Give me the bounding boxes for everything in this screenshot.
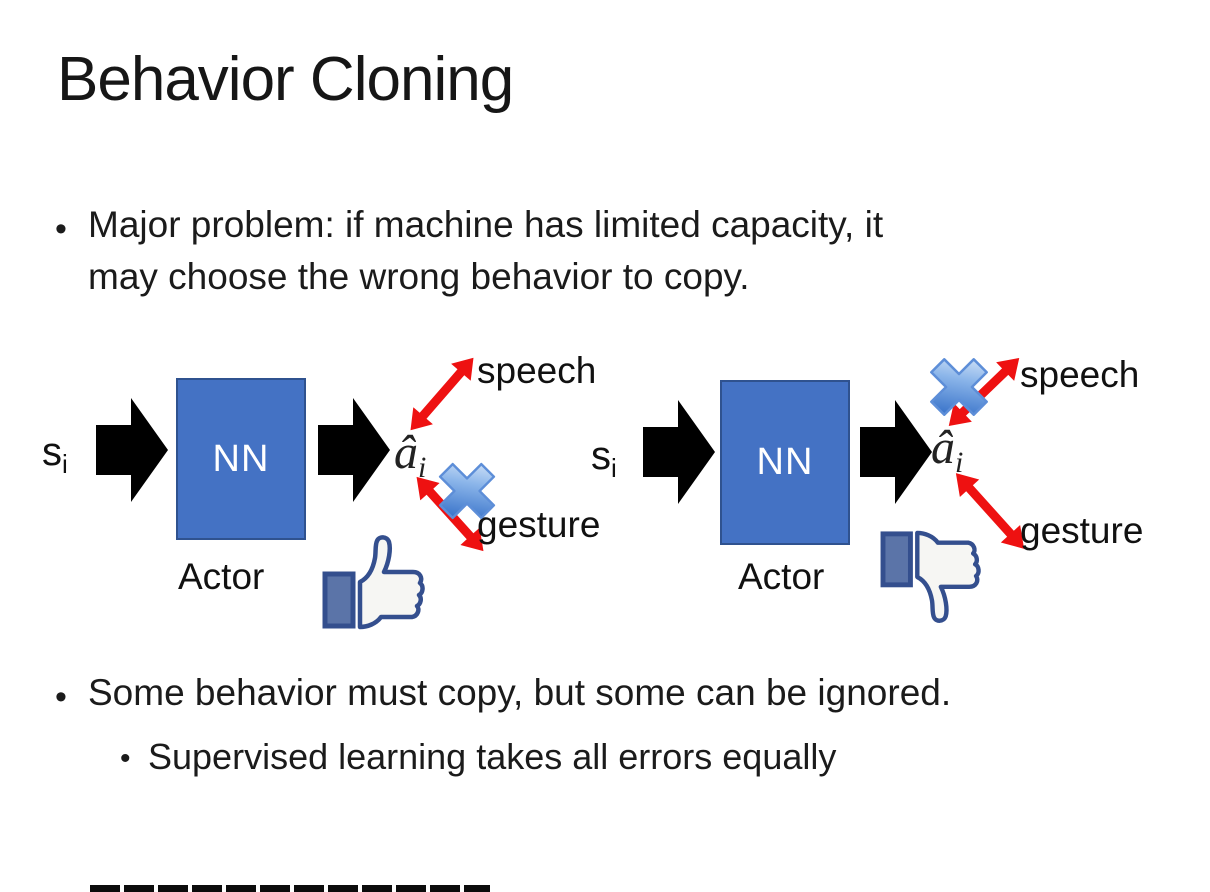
- speech-label: speech: [477, 350, 597, 391]
- nn-label: NN: [756, 441, 814, 483]
- thumbs-down-icon: [880, 530, 981, 623]
- input-arrow-icon: [643, 400, 715, 504]
- output-action-label: âi: [931, 421, 964, 479]
- speech-arrow-icon: [410, 357, 474, 431]
- output-arrow-icon: [318, 398, 390, 502]
- output-arrow-icon: [860, 400, 932, 504]
- bullet-some-behavior: Some behavior must copy, but some can be…: [88, 672, 952, 713]
- sub-bullet-supervised: Supervised learning takes all errors equ…: [148, 736, 837, 777]
- speech-label: speech: [1020, 354, 1140, 395]
- nn-label: NN: [212, 437, 270, 480]
- nn-box: NN: [720, 380, 850, 545]
- gesture-label: gesture: [477, 504, 601, 545]
- bullet-major-problem-line1: Major problem: if machine has limited ca…: [88, 204, 884, 245]
- output-action-label: âi: [394, 426, 427, 484]
- gesture-arrow-icon: [955, 473, 1025, 549]
- bullet-dot: •: [120, 742, 131, 775]
- thumbs-up-icon: [322, 535, 425, 630]
- actor-label: Actor: [178, 556, 265, 597]
- bullet-dot: •: [55, 678, 67, 716]
- input-state-label: si: [591, 434, 617, 483]
- input-state-label: si: [42, 430, 68, 479]
- gesture-label: gesture: [1020, 510, 1144, 551]
- cropped-text-bar: [90, 885, 490, 892]
- cross-icon: [930, 358, 988, 416]
- bullet-major-problem-line2: may choose the wrong behavior to copy.: [88, 256, 750, 297]
- actor-label: Actor: [738, 556, 825, 597]
- page-title: Behavior Cloning: [57, 45, 514, 114]
- input-arrow-icon: [96, 398, 168, 502]
- nn-box: NN: [176, 378, 306, 540]
- cross-icon: [438, 462, 496, 520]
- bullet-dot: •: [55, 210, 67, 248]
